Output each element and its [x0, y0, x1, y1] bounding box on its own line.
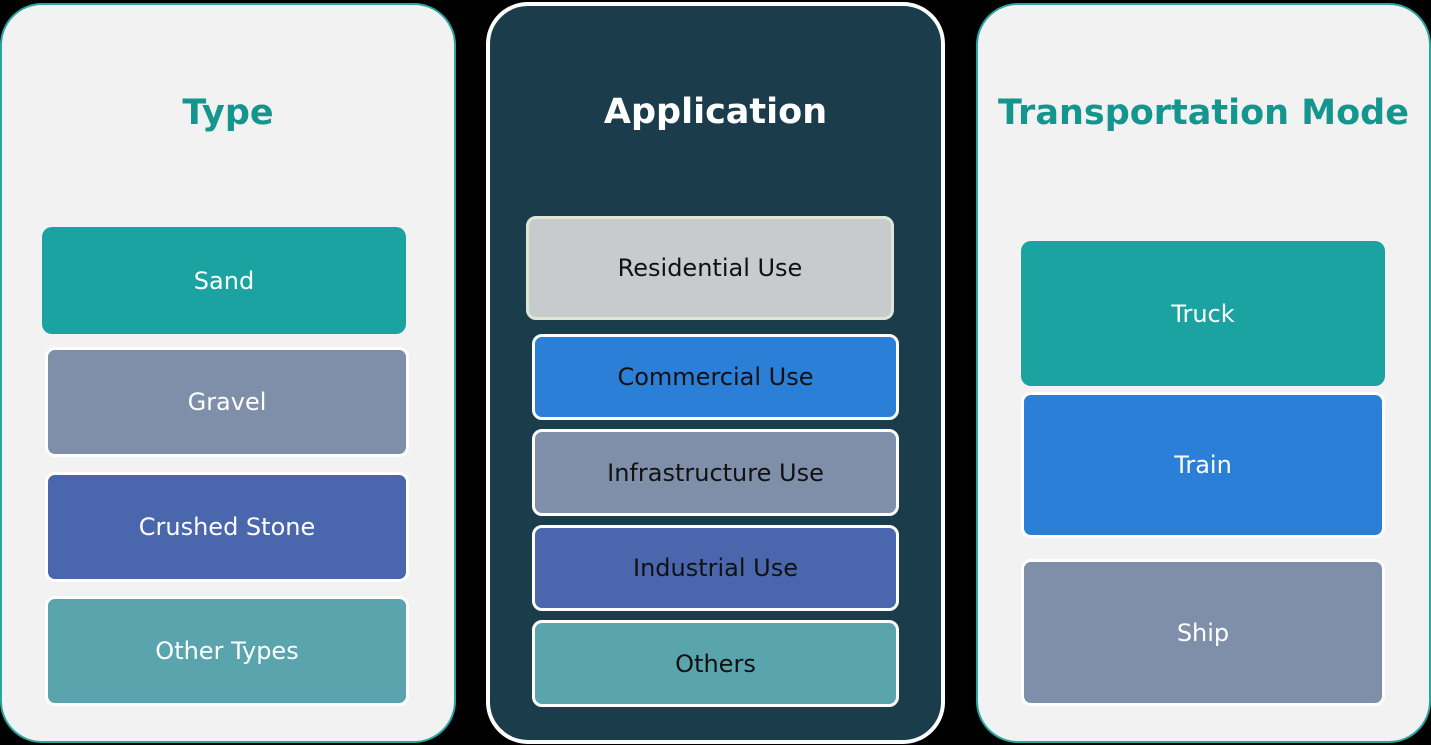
transport-truck: Truck	[1021, 241, 1385, 386]
type-crushed-stone: Crushed Stone	[45, 472, 409, 582]
application-title: Application	[603, 92, 828, 132]
transport-ship: Ship	[1021, 559, 1385, 706]
application-others: Others	[532, 620, 899, 707]
application-infrastructure: Infrastructure Use	[532, 429, 899, 516]
transport-title: Transportation Mode	[998, 93, 1409, 133]
type-gravel: Gravel	[45, 347, 409, 457]
application-residential: Residential Use	[526, 216, 894, 320]
type-title: Type	[182, 93, 274, 133]
type-other-types: Other Types	[45, 596, 409, 706]
type-sand: Sand	[42, 227, 406, 334]
transport-train: Train	[1021, 392, 1385, 538]
application-commercial: Commercial Use	[532, 334, 899, 420]
application-industrial: Industrial Use	[532, 525, 899, 611]
